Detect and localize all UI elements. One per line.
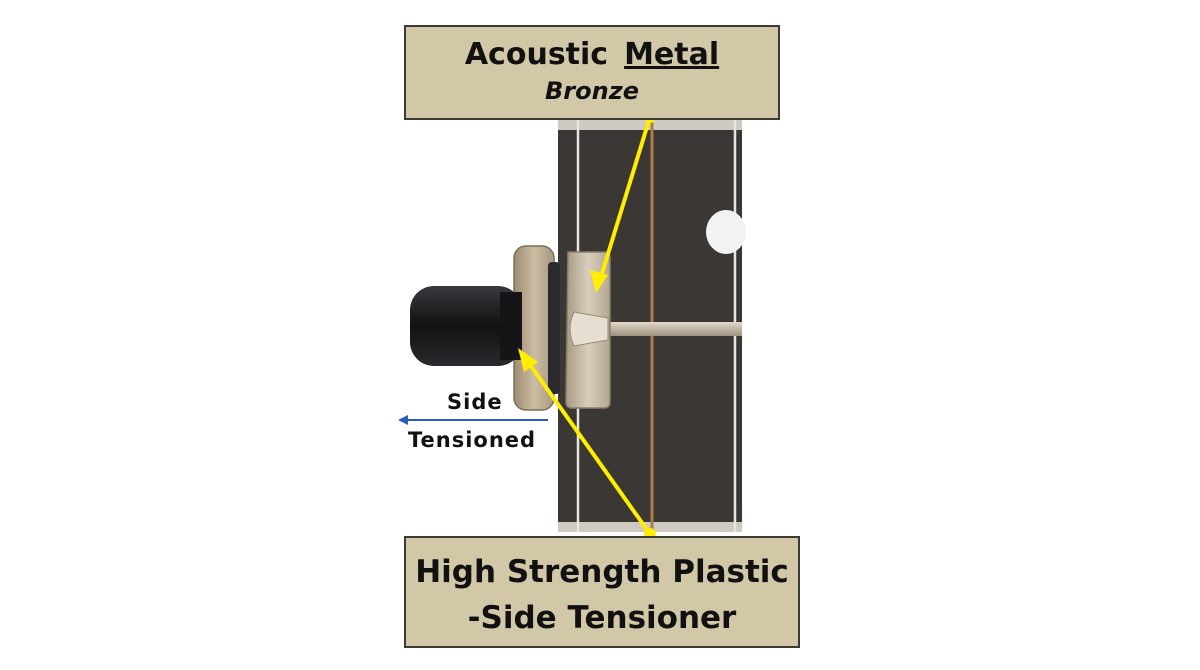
tensioned-label: Tensioned [408,428,537,452]
side-label: Side [447,390,503,414]
metal-label-box: Acoustic Metal Bronze [404,25,780,120]
tuner-shaft [600,322,742,336]
nut-bottom [558,522,742,532]
position-marker-dot [706,210,746,254]
bracket-cone [569,311,609,347]
metal-label-word-acoustic: Acoustic [464,37,609,72]
metal-label-subtitle: Bronze [545,77,639,105]
metal-label-word-metal: Metal [624,37,720,72]
nut-top [558,120,742,130]
plastic-label-line2: -Side Tensioner [467,600,737,636]
tensioner-rim [548,262,560,394]
plastic-label-line1: High Strength Plastic [415,554,789,590]
side-tension-arrow [398,415,548,425]
metal-label-title: Acoustic Metal [406,37,778,72]
plastic-label-box: High Strength Plastic -Side Tensioner [404,536,800,648]
tuner-knob [410,286,522,366]
